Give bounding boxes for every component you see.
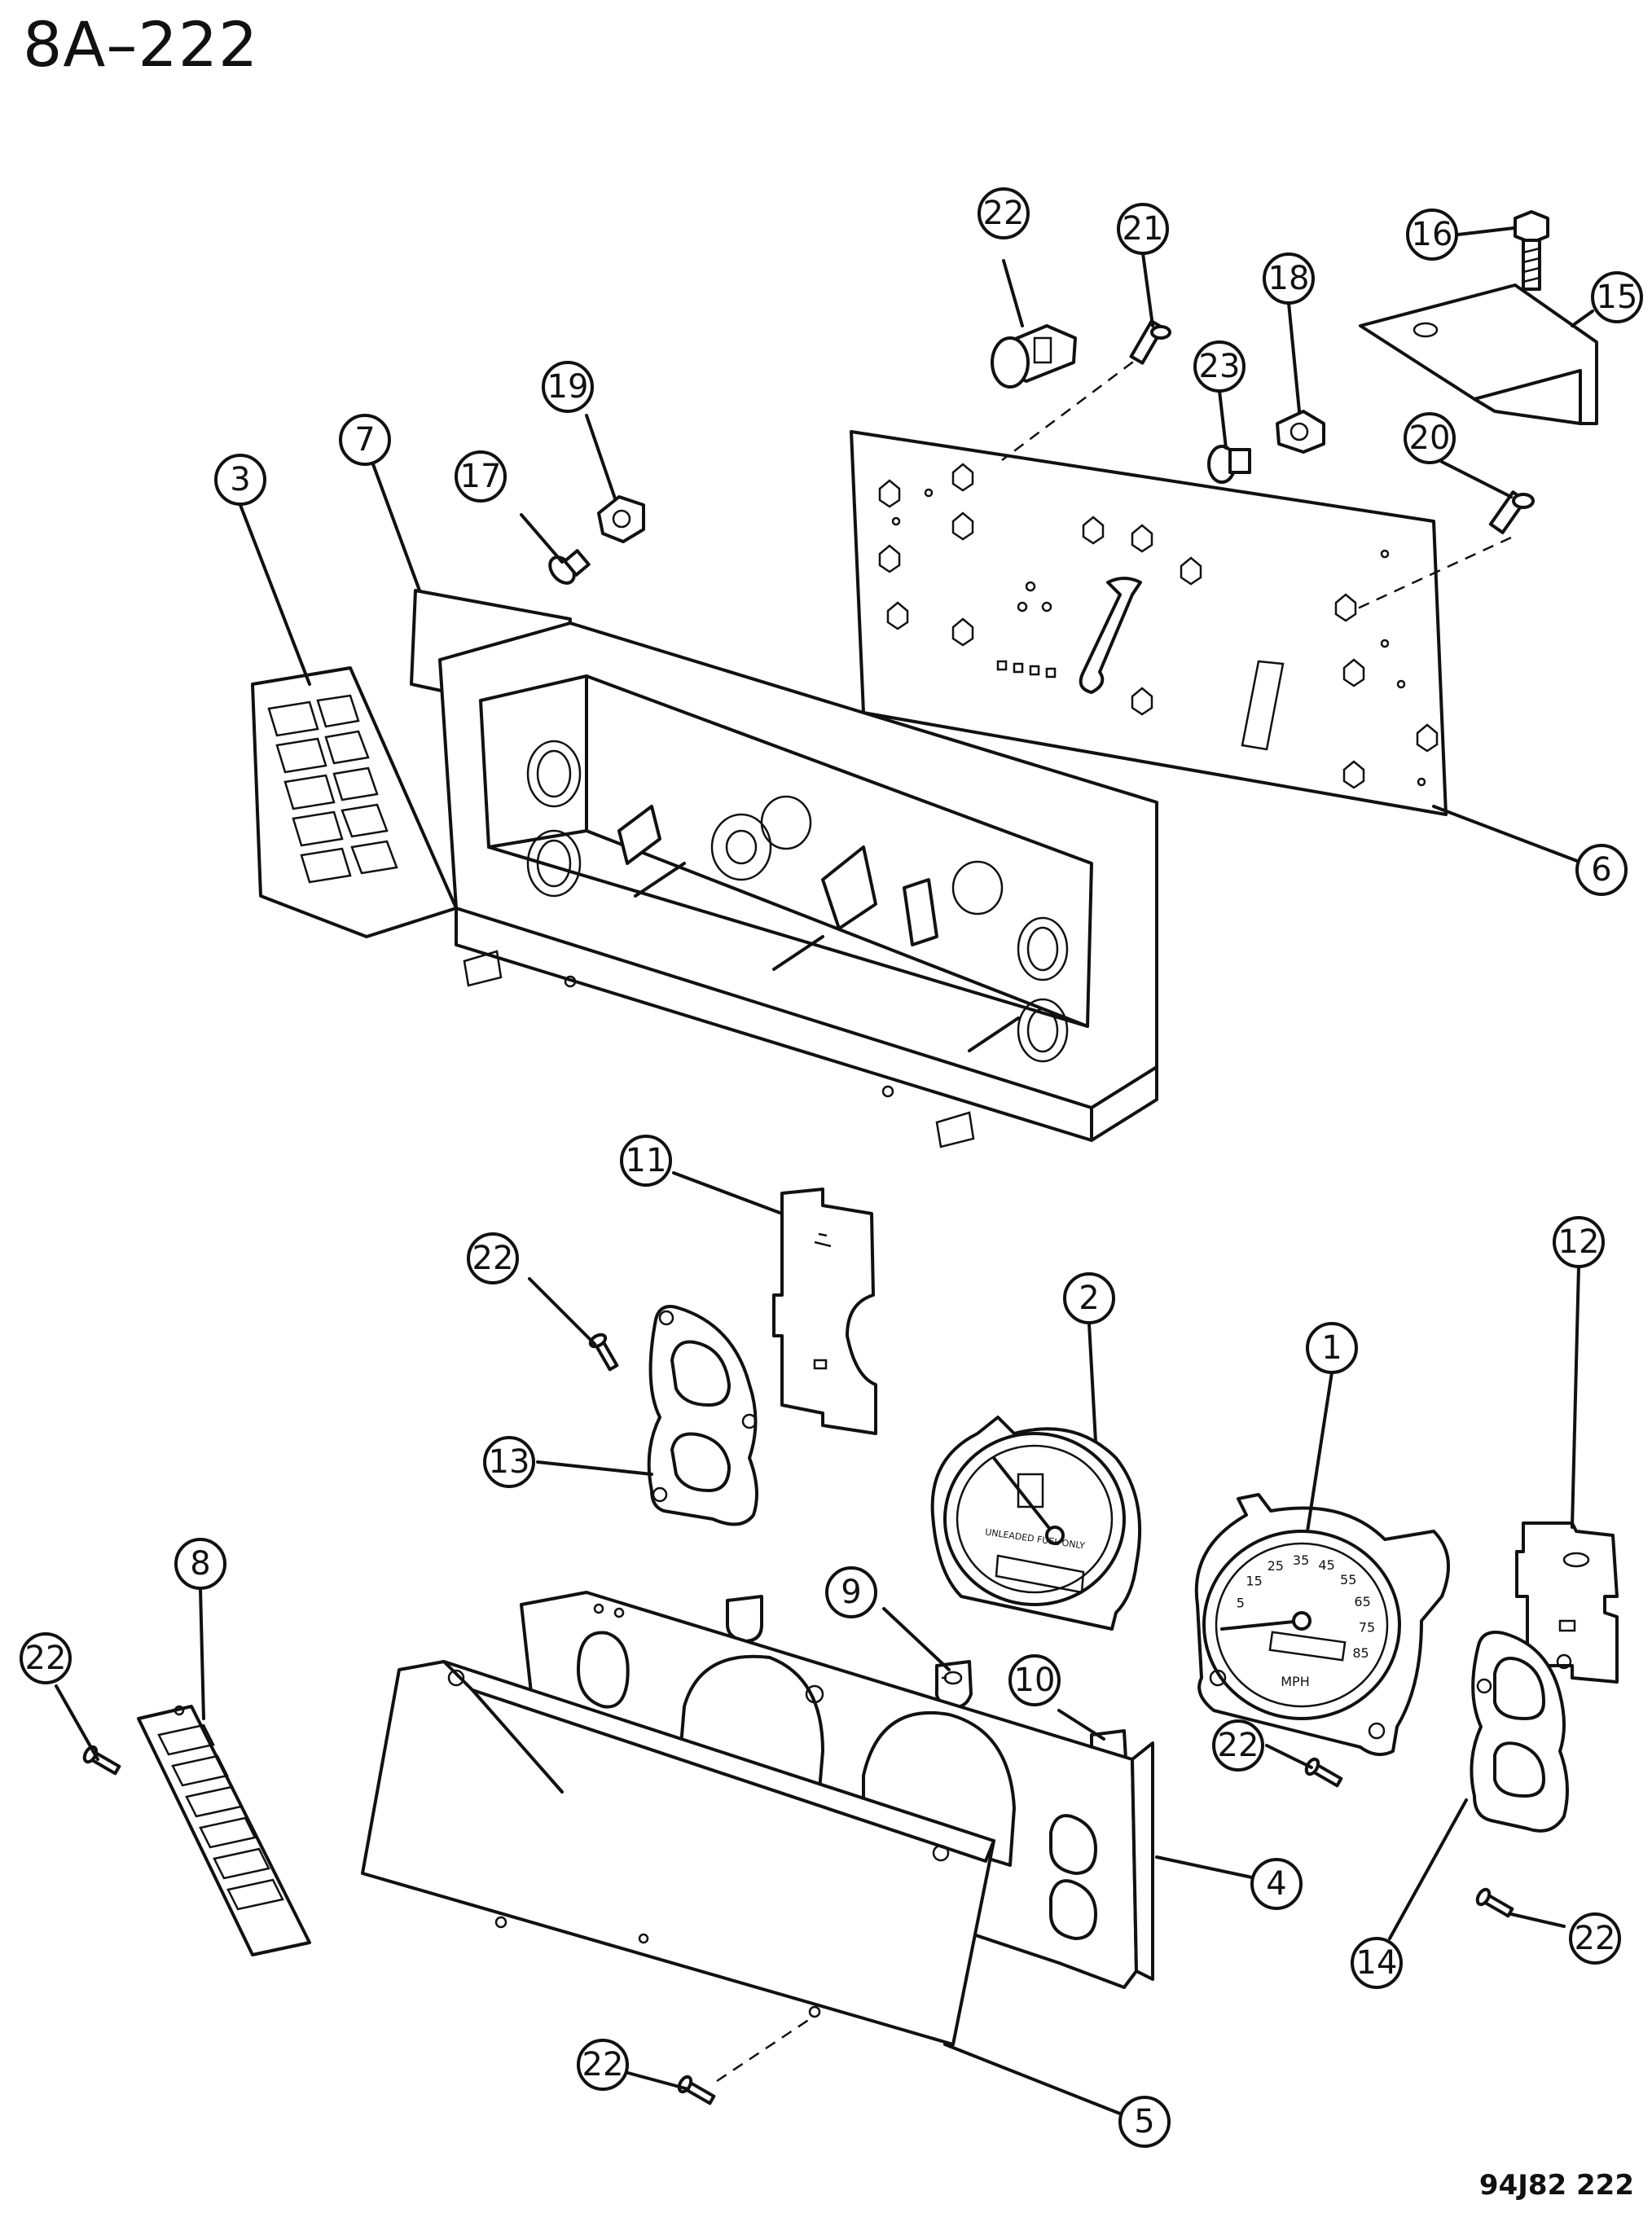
cluster-housing bbox=[251, 589, 1158, 1148]
callout-10: 10 bbox=[1008, 1654, 1061, 1706]
callout-4: 4 bbox=[1250, 1858, 1303, 1910]
callout-label: 18 bbox=[1268, 260, 1310, 297]
callout-label: 11 bbox=[626, 1142, 667, 1179]
bulb-socket bbox=[1276, 410, 1325, 454]
speed-scale-label: 85 bbox=[1352, 1645, 1369, 1661]
switch-bezel bbox=[137, 1705, 311, 1956]
callout-22-mid-left: 22 bbox=[467, 1232, 519, 1284]
callout-label: 22 bbox=[25, 1640, 67, 1677]
callout-label: 22 bbox=[1575, 1920, 1616, 1957]
speed-scale-label: 55 bbox=[1340, 1572, 1356, 1587]
callout-6: 6 bbox=[1575, 844, 1628, 896]
callout-18: 18 bbox=[1263, 252, 1315, 305]
speed-unit-label: MPH bbox=[1281, 1674, 1309, 1689]
callout-label: 17 bbox=[460, 458, 502, 495]
speed-scale-label: 45 bbox=[1318, 1557, 1334, 1573]
page-code: 8A–222 bbox=[23, 8, 259, 81]
callout-8: 8 bbox=[174, 1538, 226, 1590]
callout-17: 17 bbox=[455, 450, 507, 503]
circuit-board bbox=[850, 349, 1512, 816]
callout-12: 12 bbox=[1553, 1216, 1605, 1268]
callout-22-speedo: 22 bbox=[1212, 1719, 1264, 1772]
leader-lines bbox=[55, 226, 1594, 2115]
callout-16: 16 bbox=[1406, 209, 1458, 261]
bulb-socket bbox=[597, 495, 645, 543]
bulb bbox=[1207, 445, 1251, 484]
callout-14: 14 bbox=[1351, 1937, 1403, 1989]
circuit-overlay bbox=[772, 1188, 877, 1435]
callout-23: 23 bbox=[1193, 340, 1246, 393]
callout-1: 1 bbox=[1306, 1322, 1358, 1374]
callout-label: 12 bbox=[1558, 1223, 1600, 1261]
callout-9: 9 bbox=[825, 1566, 877, 1618]
callout-label: 10 bbox=[1014, 1662, 1056, 1699]
speed-scale: 515 25 35 45 55 65 75 85 bbox=[1237, 1552, 1375, 1661]
speed-scale-label: 75 bbox=[1359, 1620, 1375, 1636]
callout-label: 9 bbox=[841, 1574, 861, 1611]
screw bbox=[1129, 319, 1171, 365]
circuit-overlay bbox=[1515, 1521, 1619, 1684]
callout-22-right: 22 bbox=[1569, 1912, 1621, 1965]
callout-label: 13 bbox=[489, 1443, 530, 1481]
callout-label: 14 bbox=[1356, 1944, 1398, 1982]
screw bbox=[1488, 490, 1535, 534]
bulb bbox=[548, 549, 591, 585]
callout-22-left: 22 bbox=[20, 1632, 72, 1684]
callout-label: 6 bbox=[1591, 851, 1611, 889]
trim-bezel bbox=[361, 1660, 995, 2046]
screw bbox=[82, 1333, 1514, 2105]
callout-label: 8 bbox=[190, 1545, 210, 1583]
mounting-bracket bbox=[1359, 283, 1598, 425]
bolt bbox=[1514, 210, 1549, 291]
callout-label: 4 bbox=[1266, 1865, 1286, 1903]
callout-label: 23 bbox=[1199, 348, 1241, 385]
lens-holder bbox=[647, 1305, 758, 1526]
callout-label: 22 bbox=[1218, 1727, 1259, 1764]
callout-label: 16 bbox=[1412, 216, 1453, 253]
callout-20: 20 bbox=[1404, 412, 1456, 464]
callout-7: 7 bbox=[339, 414, 391, 466]
callout-label: 22 bbox=[983, 195, 1025, 232]
callout-11: 11 bbox=[620, 1135, 672, 1187]
callout-label: 19 bbox=[547, 368, 589, 406]
drawing-code: 94J82 222 bbox=[1478, 2169, 1634, 2202]
callout-13: 13 bbox=[483, 1436, 535, 1488]
speed-scale-label: 35 bbox=[1293, 1552, 1309, 1568]
fuel-gauge: UNLEADED FUEL ONLY bbox=[930, 1416, 1142, 1631]
callout-3: 3 bbox=[214, 454, 266, 506]
speed-scale-label: 15 bbox=[1246, 1573, 1262, 1588]
lens-holder bbox=[1470, 1631, 1572, 1833]
callout-label: 3 bbox=[230, 461, 250, 498]
callout-label: 21 bbox=[1123, 210, 1164, 248]
callout-21: 21 bbox=[1117, 203, 1169, 255]
callout-19: 19 bbox=[542, 361, 594, 413]
callout-label: 20 bbox=[1409, 419, 1451, 457]
callout-22-bottom: 22 bbox=[577, 2039, 629, 2091]
callout-5: 5 bbox=[1118, 2096, 1171, 2148]
callout-label: 15 bbox=[1597, 279, 1638, 316]
callout-label: 1 bbox=[1321, 1329, 1342, 1367]
callout-22-top: 22 bbox=[978, 187, 1030, 239]
callout-label: 2 bbox=[1079, 1280, 1099, 1317]
callout-label: 22 bbox=[472, 1240, 514, 1277]
speed-scale-label: 25 bbox=[1268, 1558, 1284, 1574]
callout-label: 22 bbox=[582, 2046, 624, 2083]
speed-scale-label: 65 bbox=[1354, 1594, 1370, 1609]
bulb-socket bbox=[991, 324, 1077, 389]
speedometer: 515 25 35 45 55 65 75 85 MPH bbox=[1194, 1493, 1450, 1756]
callout-15: 15 bbox=[1591, 271, 1643, 323]
callout-2: 2 bbox=[1063, 1272, 1115, 1324]
callout-label: 5 bbox=[1134, 2103, 1154, 2141]
speed-scale-label: 5 bbox=[1237, 1596, 1245, 1611]
callout-label: 7 bbox=[354, 421, 375, 459]
